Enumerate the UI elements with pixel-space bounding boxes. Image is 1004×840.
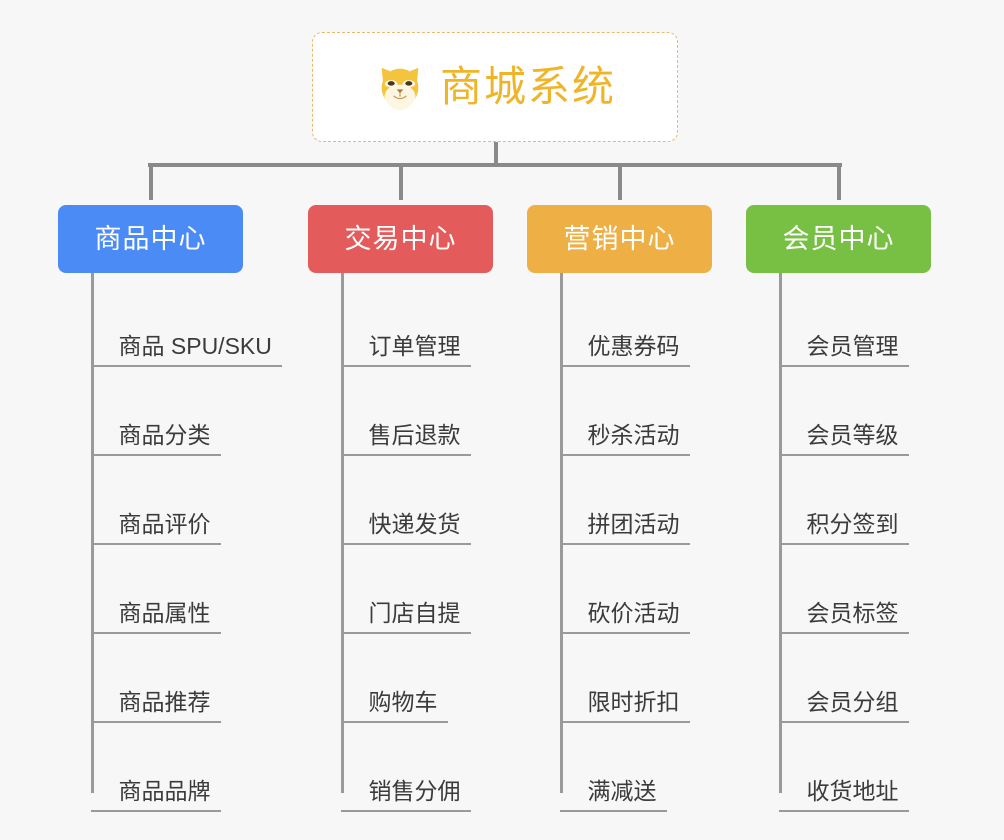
leaf-underline: 限时折扣	[559, 688, 690, 723]
leaf-item-label: 订单管理	[368, 332, 461, 359]
leaf-item-label: 商品评价	[118, 510, 211, 537]
branch-header-label: 交易中心	[344, 223, 457, 254]
leaf-item-label: 商品 SPU/SKU	[118, 332, 272, 359]
leaf-item-label: 销售分佣	[368, 777, 461, 804]
connector-drop-2	[617, 163, 622, 200]
leaf-underline: 购物车	[340, 688, 448, 723]
branch-spine-0	[90, 273, 94, 793]
leaf-underline: 销售分佣	[340, 777, 471, 812]
leaf-item-label: 积分签到	[806, 510, 899, 537]
leaf-underline: 订单管理	[340, 332, 471, 367]
leaf-item-label: 会员等级	[806, 421, 899, 448]
leaf-item-label: 砍价活动	[587, 599, 680, 626]
branch-spine-1	[340, 273, 344, 793]
connector-drop-3	[836, 163, 841, 200]
leaf-underline: 秒杀活动	[559, 421, 690, 456]
connector-root-vertical	[494, 142, 498, 166]
leaf-underline: 会员管理	[778, 332, 909, 367]
leaf-underline: 收货地址	[778, 777, 909, 812]
leaf-underline: 商品 SPU/SKU	[90, 332, 282, 367]
leaf-item[interactable]: 商品分类	[90, 367, 221, 456]
leaf-underline: 售后退款	[340, 421, 471, 456]
leaf-item[interactable]: 会员分组	[778, 634, 909, 723]
leaf-item-label: 满减送	[587, 777, 657, 804]
connector-drop-0	[148, 163, 153, 200]
branch-spine-2	[559, 273, 563, 793]
leaf-item-label: 购物车	[368, 688, 438, 715]
leaf-underline: 商品品牌	[90, 777, 221, 812]
leaf-item-label: 商品品牌	[118, 777, 211, 804]
leaf-item[interactable]: 优惠券码	[559, 278, 690, 367]
leaf-item[interactable]: 砍价活动	[559, 545, 690, 634]
leaf-underline: 拼团活动	[559, 510, 690, 545]
leaf-underline: 商品推荐	[90, 688, 221, 723]
branch-spine-3	[778, 273, 782, 793]
leaf-underline: 快递发货	[340, 510, 471, 545]
branch-column-2: 优惠券码秒杀活动拼团活动砍价活动限时折扣满减送	[559, 273, 825, 812]
branch-column-3: 会员管理会员等级积分签到会员标签会员分组收货地址	[778, 273, 1004, 812]
leaf-item-label: 门店自提	[368, 599, 461, 626]
shiba-dog-face-icon	[374, 63, 426, 111]
leaf-underline: 会员分组	[778, 688, 909, 723]
leaf-underline: 门店自提	[340, 599, 471, 634]
leaf-item[interactable]: 销售分佣	[340, 723, 471, 812]
leaf-item-label: 售后退款	[368, 421, 461, 448]
branch-header-label: 商品中心	[94, 223, 207, 254]
leaf-item[interactable]: 拼团活动	[559, 456, 690, 545]
leaf-item-label: 会员分组	[806, 688, 899, 715]
leaf-item[interactable]: 秒杀活动	[559, 367, 690, 456]
leaf-item[interactable]: 门店自提	[340, 545, 471, 634]
leaf-underline: 会员标签	[778, 599, 909, 634]
connector-horizontal-bus	[148, 163, 842, 167]
leaf-item[interactable]: 收货地址	[778, 723, 909, 812]
leaf-item-label: 拼团活动	[587, 510, 680, 537]
leaf-item-label: 商品分类	[118, 421, 211, 448]
connector-drop-1	[398, 163, 403, 200]
leaf-item[interactable]: 商品属性	[90, 545, 221, 634]
branch-header-0[interactable]: 商品中心	[58, 205, 243, 273]
branch-header-3[interactable]: 会员中心	[746, 205, 931, 273]
leaf-item[interactable]: 限时折扣	[559, 634, 690, 723]
leaf-underline: 砍价活动	[559, 599, 690, 634]
leaf-item[interactable]: 售后退款	[340, 367, 471, 456]
leaf-item-label: 会员管理	[806, 332, 899, 359]
root-node[interactable]: 商城系统	[312, 32, 678, 142]
leaf-item-label: 商品属性	[118, 599, 211, 626]
leaf-item-label: 收货地址	[806, 777, 899, 804]
leaf-item-label: 快递发货	[368, 510, 461, 537]
branch-header-label: 会员中心	[782, 223, 895, 254]
leaf-item[interactable]: 订单管理	[340, 278, 471, 367]
leaf-item[interactable]: 会员标签	[778, 545, 909, 634]
leaf-underline: 满减送	[559, 777, 667, 812]
leaf-underline: 商品评价	[90, 510, 221, 545]
leaf-underline: 优惠券码	[559, 332, 690, 367]
leaf-item[interactable]: 积分签到	[778, 456, 909, 545]
branch-column-1: 订单管理售后退款快递发货门店自提购物车销售分佣	[340, 273, 606, 812]
leaf-item[interactable]: 会员管理	[778, 278, 909, 367]
leaf-item[interactable]: 商品 SPU/SKU	[90, 278, 282, 367]
leaf-item-label: 优惠券码	[587, 332, 680, 359]
branch-header-1[interactable]: 交易中心	[308, 205, 493, 273]
root-title: 商城系统	[439, 63, 616, 110]
leaf-item-label: 秒杀活动	[587, 421, 680, 448]
leaf-item[interactable]: 快递发货	[340, 456, 471, 545]
branch-header-2[interactable]: 营销中心	[527, 205, 712, 273]
leaf-item[interactable]: 商品品牌	[90, 723, 221, 812]
leaf-underline: 商品分类	[90, 421, 221, 456]
leaf-item-label: 限时折扣	[587, 688, 680, 715]
leaf-item[interactable]: 购物车	[340, 634, 448, 723]
leaf-underline: 积分签到	[778, 510, 909, 545]
leaf-item[interactable]: 会员等级	[778, 367, 909, 456]
leaf-item-label: 商品推荐	[118, 688, 211, 715]
leaf-underline: 会员等级	[778, 421, 909, 456]
leaf-item[interactable]: 商品推荐	[90, 634, 221, 723]
leaf-item[interactable]: 满减送	[559, 723, 667, 812]
branch-column-0: 商品 SPU/SKU 商品分类商品评价商品属性商品推荐商品品牌	[90, 273, 356, 812]
branch-header-label: 营销中心	[563, 223, 676, 254]
leaf-underline: 商品属性	[90, 599, 221, 634]
leaf-item-label: 会员标签	[806, 599, 899, 626]
leaf-item[interactable]: 商品评价	[90, 456, 221, 545]
